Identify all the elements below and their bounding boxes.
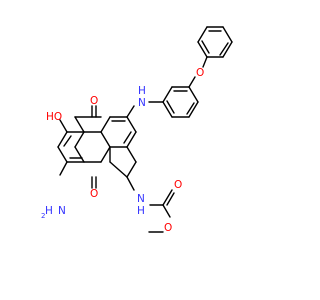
amine-nh-h-label: H bbox=[138, 85, 146, 97]
molecular-structure-diagram: O H N HO O O N H 2 N H O O bbox=[41, 26, 233, 234]
amino-n-label: N bbox=[58, 205, 66, 217]
carbamate-nh-h-label: H bbox=[137, 205, 145, 217]
amino-subscript-label: 2 bbox=[41, 212, 45, 220]
carbonyl-bottom-oxygen-label: O bbox=[90, 188, 98, 200]
bond-lines bbox=[57, 26, 233, 233]
carbamate-carbonyl-oxygen-label: O bbox=[174, 179, 182, 191]
carbamate-nh-n-label: N bbox=[137, 193, 145, 205]
carbonyl-top-oxygen-label: O bbox=[90, 95, 98, 107]
carbamate-ester-oxygen-label: O bbox=[164, 222, 172, 234]
amino-h-label: H bbox=[45, 205, 53, 217]
amine-nh-n-label: N bbox=[138, 97, 146, 109]
ether-oxygen-label: O bbox=[196, 67, 204, 79]
hydroxyl-label: HO bbox=[46, 111, 62, 123]
atom-labels: O H N HO O O N H 2 N H O O bbox=[41, 67, 204, 234]
